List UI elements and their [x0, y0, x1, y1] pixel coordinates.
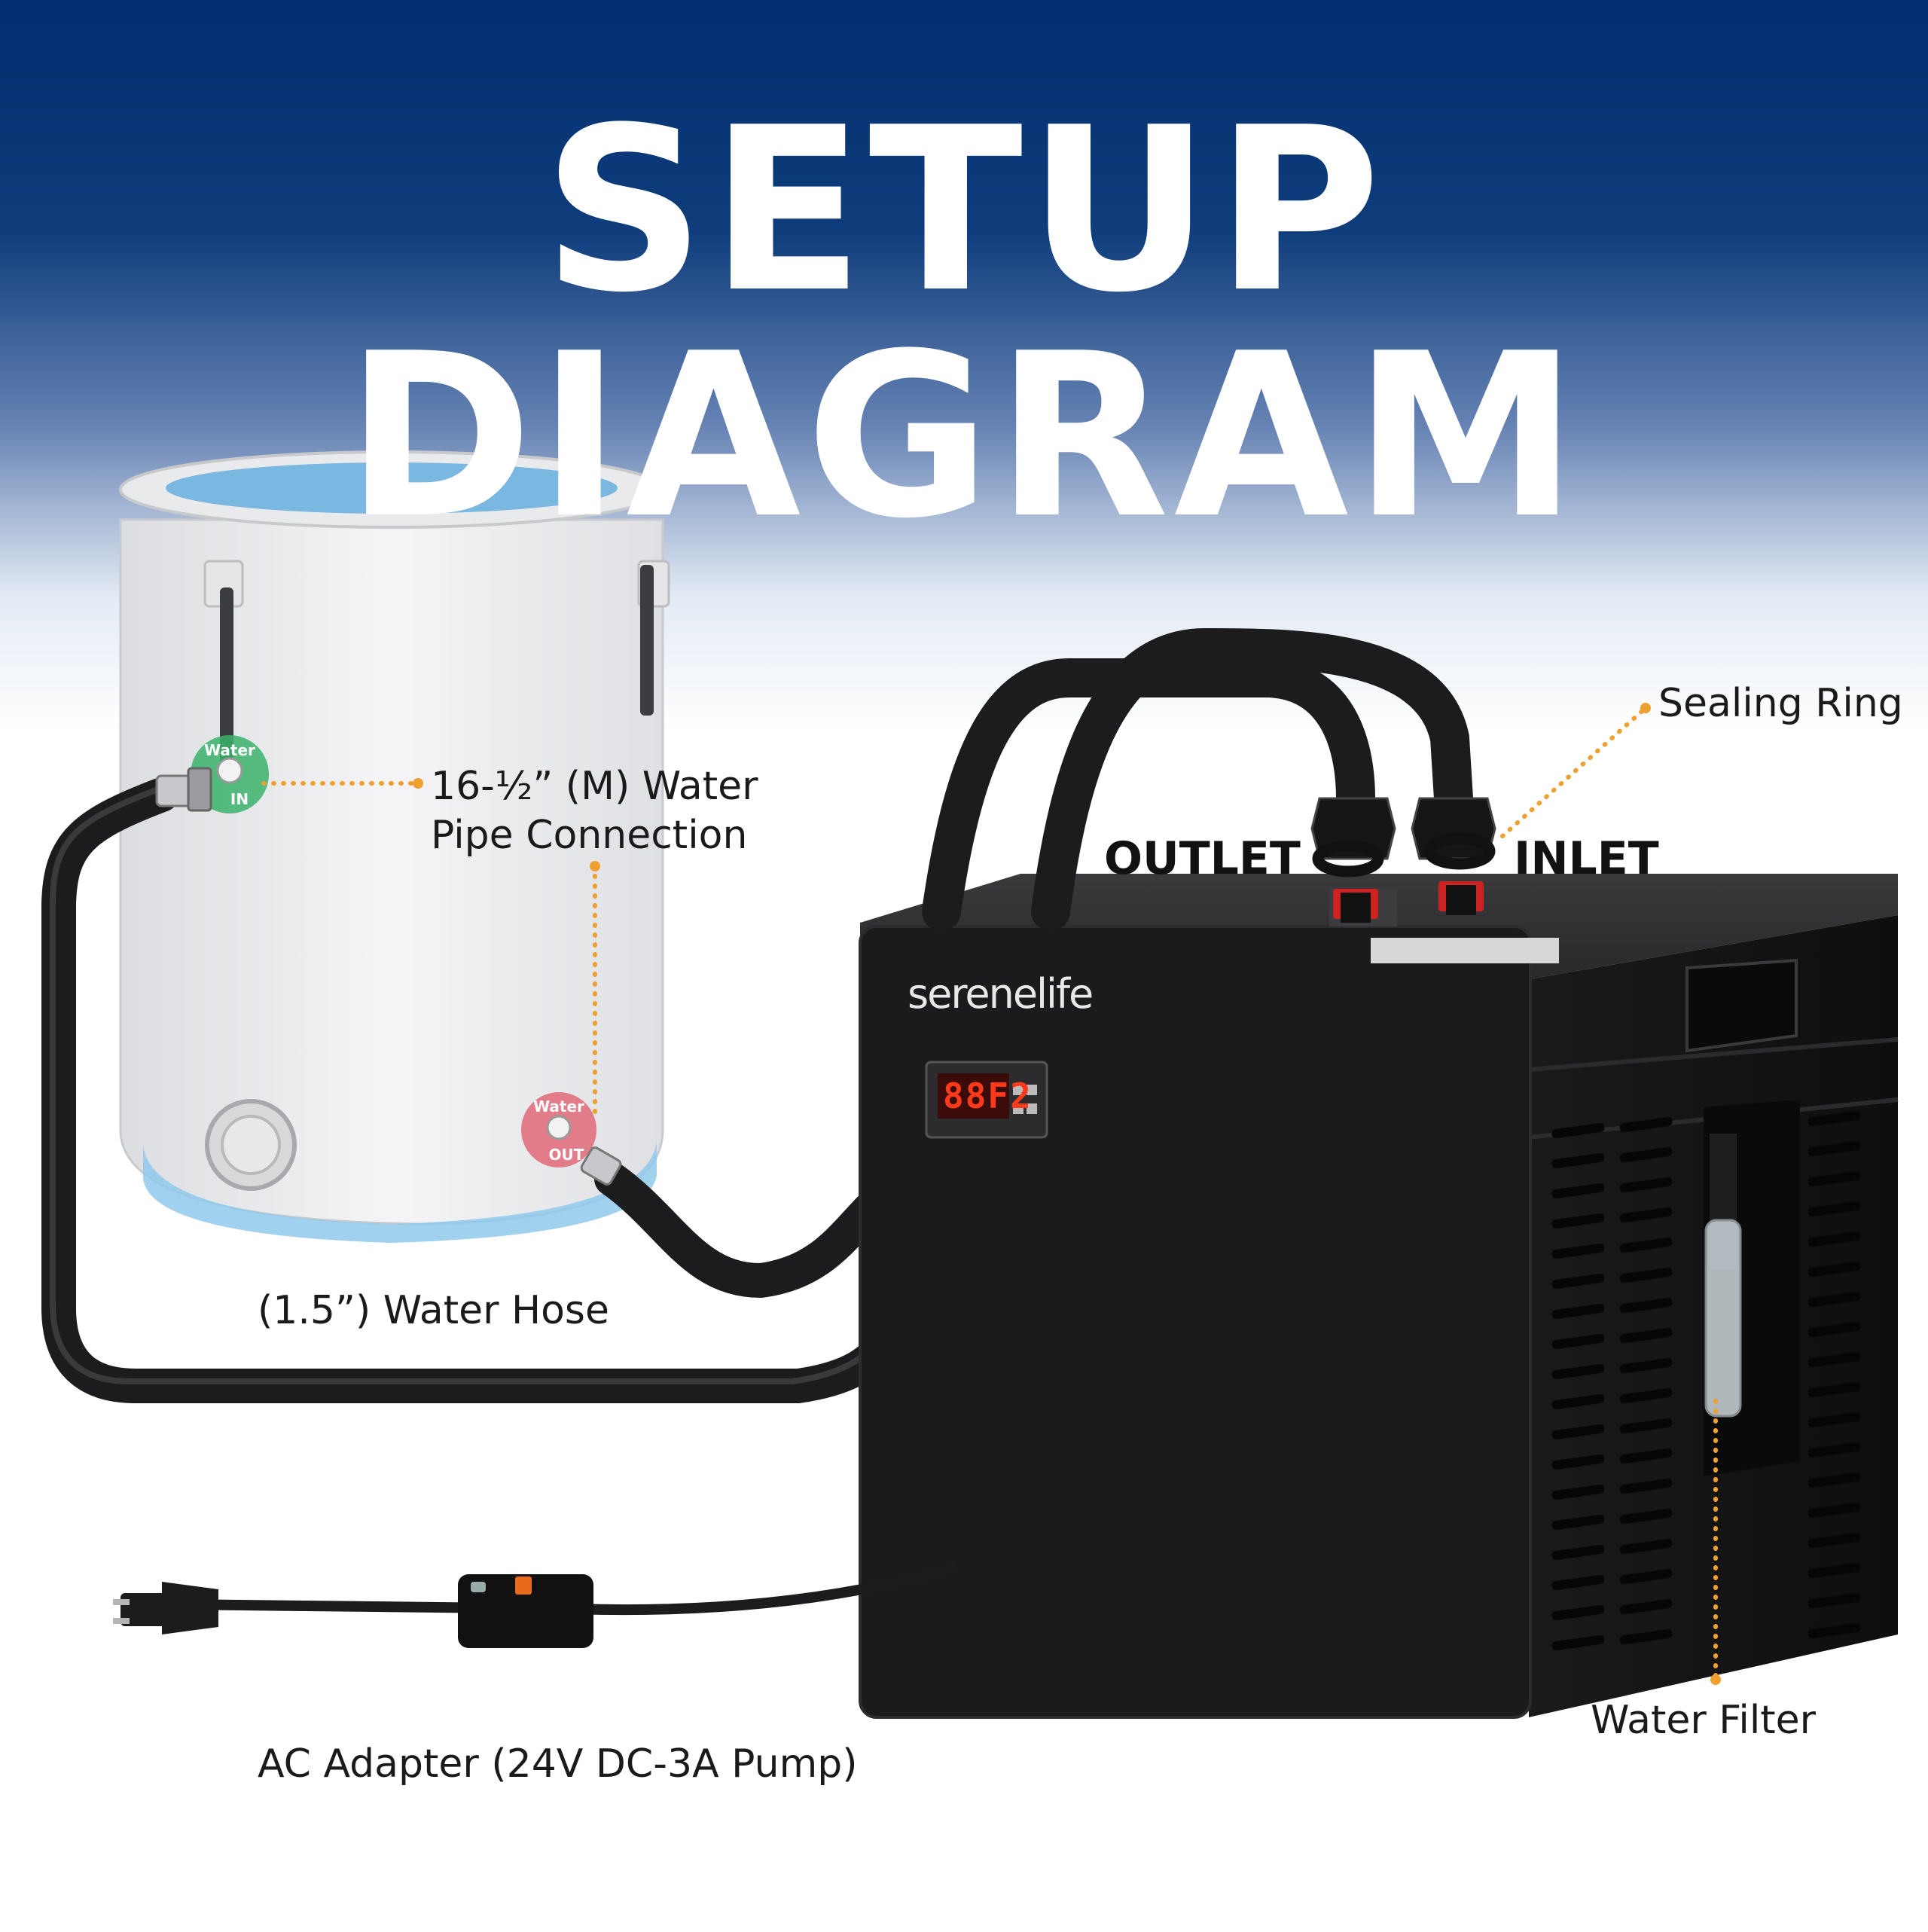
vent-slot [1619, 1418, 1673, 1434]
vent-slot [1619, 1387, 1673, 1404]
vent-slot [1551, 1544, 1605, 1561]
vent-slot [1551, 1514, 1605, 1531]
vent-slot [1619, 1538, 1673, 1555]
vent-slot [1619, 1568, 1673, 1585]
vent-slot [1551, 1273, 1605, 1290]
vent-slot [1619, 1357, 1673, 1374]
vent-slot [1808, 1502, 1861, 1518]
vent-slot [1619, 1448, 1673, 1464]
water-hose [41, 777, 891, 1403]
vent-slot [1619, 1508, 1673, 1525]
page-title: SETUP DIAGRAM [345, 79, 1583, 568]
vent-slot [1808, 1351, 1861, 1368]
vent-slot [1551, 1393, 1605, 1410]
vent-slot [1619, 1628, 1673, 1645]
vent-slot [1551, 1363, 1605, 1380]
top-hoses [922, 627, 1473, 931]
leader-lines [261, 706, 1718, 1682]
vent-slot [1619, 1297, 1673, 1314]
vent-slot [1619, 1116, 1673, 1133]
sealing-rings [1312, 832, 1496, 877]
label-inlet: INLET [1514, 832, 1659, 885]
vent-slot [1808, 1381, 1861, 1398]
vent-slot [1551, 1303, 1605, 1320]
vent-slot [1551, 1484, 1605, 1500]
vent-slot [1551, 1604, 1605, 1621]
vent-slot [1551, 1424, 1605, 1440]
water-out-label: Water [533, 1097, 584, 1116]
vent-slot [1551, 1333, 1605, 1350]
vent-slot [1619, 1598, 1673, 1615]
label-pipe-connection-line2: Pipe Connection [431, 813, 748, 858]
vent-slot [1551, 1152, 1605, 1169]
power-cord [113, 1561, 958, 1648]
vent-slot [1551, 1454, 1605, 1470]
vent-slot [1808, 1140, 1861, 1157]
vent-slot [1808, 1442, 1861, 1458]
vent-slot [1619, 1207, 1673, 1223]
hose-fittings [155, 767, 622, 1186]
vent-slot [1619, 1327, 1673, 1344]
water-in-label: Water [204, 741, 255, 759]
water-out-sublabel: OUT [549, 1146, 584, 1164]
vent-slot [1808, 1261, 1861, 1277]
vent-slot [1551, 1213, 1605, 1229]
label-water-hose: (1.5”) Water Hose [258, 1288, 609, 1333]
vent-slot [1808, 1291, 1861, 1308]
chiller-unit [859, 874, 1899, 1719]
vent-slot [1619, 1267, 1673, 1283]
vent-slot [1808, 1412, 1861, 1428]
temperature-display: 88F2 [943, 1076, 1033, 1116]
brand-logo-text: serenelife [908, 970, 1094, 1018]
leader-dots [413, 703, 1721, 1685]
vent-slot [1619, 1146, 1673, 1163]
ice-tub: Water IN Water OUT [119, 450, 670, 1243]
water-in-sublabel: IN [230, 790, 249, 808]
label-water-filter: Water Filter [1591, 1698, 1817, 1743]
vent-slot [1551, 1634, 1605, 1651]
vent-slot [1551, 1243, 1605, 1259]
vent-slot [1808, 1592, 1861, 1609]
vent-slot [1808, 1201, 1861, 1217]
vent-slot [1808, 1110, 1861, 1127]
vent-slot [1808, 1532, 1861, 1549]
label-pipe-connection: 16-½” (M) Water Pipe Connection [431, 762, 758, 860]
label-pipe-connection-line1: 16-½” (M) Water [431, 764, 758, 809]
vent-slot [1808, 1170, 1861, 1187]
label-ac-adapter: AC Adapter (24V DC-3A Pump) [258, 1741, 858, 1787]
vent-slot [1808, 1231, 1861, 1247]
vent-slot [1619, 1237, 1673, 1253]
label-outlet: OUTLET [1104, 832, 1301, 885]
vent-slot [1619, 1177, 1673, 1193]
vent-slot [1551, 1574, 1605, 1591]
label-sealing-ring: Sealing Ring [1658, 681, 1903, 726]
vent-slot [1808, 1472, 1861, 1488]
vent-slot [1808, 1321, 1861, 1338]
vent-slot [1551, 1122, 1605, 1139]
vent-slot [1808, 1562, 1861, 1579]
vent-slot [1551, 1183, 1605, 1199]
vent-slot [1808, 1622, 1861, 1639]
vent-slot [1619, 1478, 1673, 1494]
vent-slots [1551, 1110, 1861, 1651]
